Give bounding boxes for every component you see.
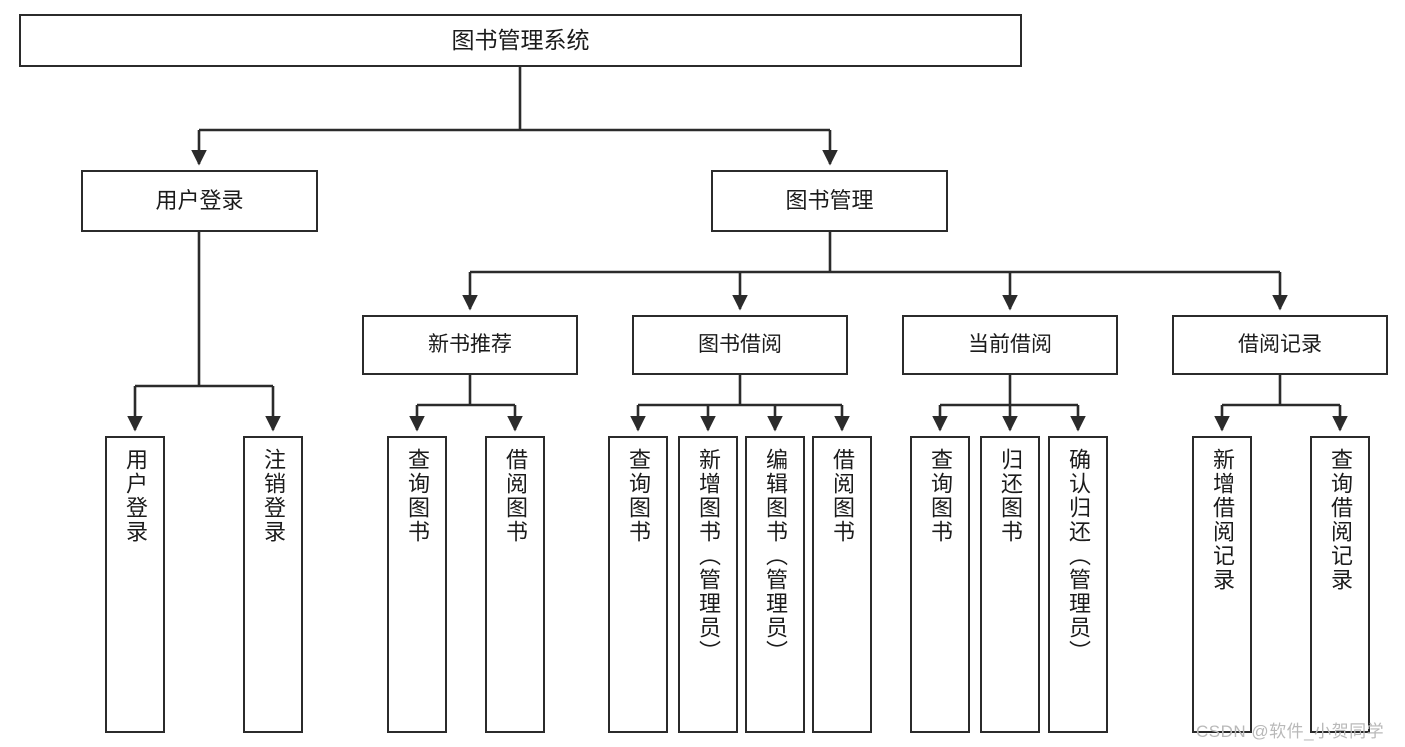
node-book-management[interactable]: 图书管理 [711, 170, 948, 232]
node-current-borrow[interactable]: 当前借阅 [902, 315, 1118, 375]
node-label: 借阅图书 [503, 448, 528, 544]
node-label: 新增图书（管理员） [696, 448, 721, 664]
node-leaf-add-borrow-record[interactable]: 新增借阅记录 [1192, 436, 1252, 733]
node-label: 新增借阅记录 [1210, 448, 1235, 592]
node-leaf-query-book-current[interactable]: 查询图书 [910, 436, 970, 733]
node-leaf-user-login[interactable]: 用户登录 [105, 436, 165, 733]
node-user-login[interactable]: 用户登录 [81, 170, 318, 232]
node-label: 当前借阅 [968, 332, 1052, 356]
node-label: 查询借阅记录 [1328, 448, 1353, 592]
node-leaf-query-book-borrow[interactable]: 查询图书 [608, 436, 668, 733]
node-new-book-recommend[interactable]: 新书推荐 [362, 315, 578, 375]
node-label: 用户登录 [155, 188, 244, 214]
node-label: 图书管理 [785, 188, 874, 214]
node-label: 查询图书 [928, 448, 953, 544]
node-label: 借阅图书 [830, 448, 855, 544]
node-leaf-borrow-book-recommend[interactable]: 借阅图书 [485, 436, 545, 733]
node-leaf-logout-login[interactable]: 注销登录 [243, 436, 303, 733]
node-label: 图书管理系统 [451, 26, 590, 53]
node-leaf-query-borrow-record[interactable]: 查询借阅记录 [1310, 436, 1370, 733]
node-root-book-management-system[interactable]: 图书管理系统 [19, 14, 1022, 67]
node-label: 查询图书 [405, 448, 430, 544]
node-leaf-edit-book-admin[interactable]: 编辑图书（管理员） [745, 436, 805, 733]
node-borrow-records[interactable]: 借阅记录 [1172, 315, 1388, 375]
node-label: 归还图书 [998, 448, 1023, 544]
csdn-watermark: CSDN @软件_小贺同学 [1196, 722, 1385, 741]
node-book-borrow[interactable]: 图书借阅 [632, 315, 848, 375]
node-leaf-return-book[interactable]: 归还图书 [980, 436, 1040, 733]
node-leaf-query-book-recommend[interactable]: 查询图书 [387, 436, 447, 733]
node-label: 注销登录 [261, 448, 286, 544]
node-label: 确认归还（管理员） [1066, 448, 1091, 664]
node-leaf-add-book-admin[interactable]: 新增图书（管理员） [678, 436, 738, 733]
node-label: 借阅记录 [1238, 332, 1322, 356]
node-label: 图书借阅 [698, 332, 782, 356]
node-label: 编辑图书（管理员） [763, 448, 788, 664]
node-label: 查询图书 [626, 448, 651, 544]
node-label: 新书推荐 [428, 332, 512, 356]
node-leaf-borrow-book[interactable]: 借阅图书 [812, 436, 872, 733]
node-label: 用户登录 [123, 448, 148, 544]
node-leaf-confirm-return-admin[interactable]: 确认归还（管理员） [1048, 436, 1108, 733]
